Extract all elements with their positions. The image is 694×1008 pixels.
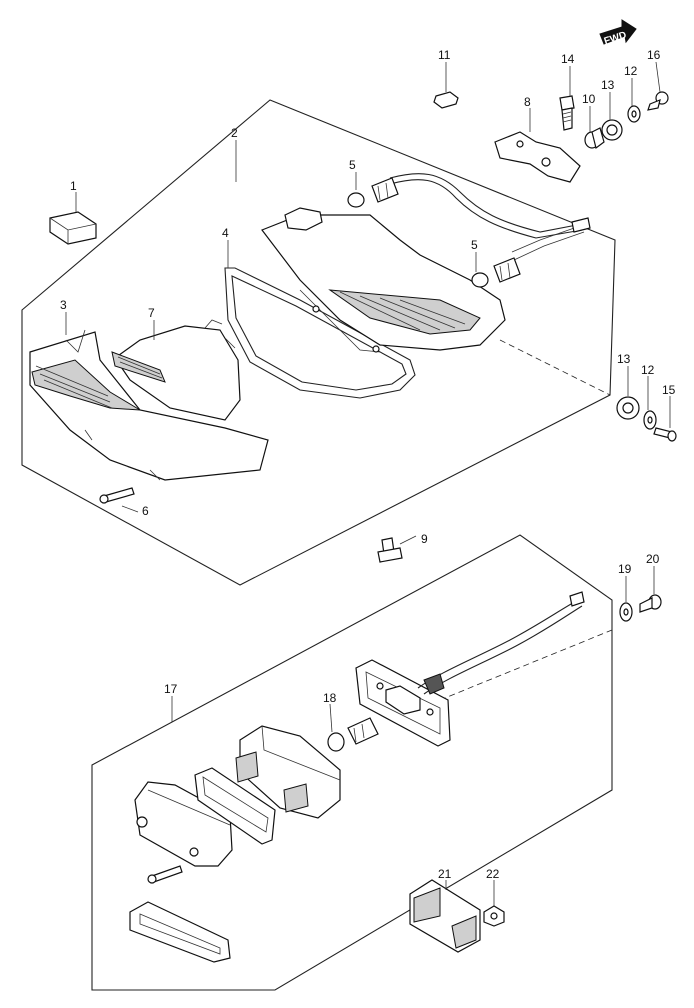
callout-20: 20 — [646, 552, 660, 566]
callout-1: 1 — [70, 179, 77, 193]
callout-15: 15 — [662, 383, 676, 397]
callout-5-lower: 5 — [471, 238, 478, 252]
part-9-bolt — [377, 537, 403, 563]
callout-10: 10 — [582, 92, 596, 106]
part-12-washer-lower — [643, 410, 657, 430]
callout-22: 22 — [486, 867, 500, 881]
lower-assembly-frame — [91, 534, 613, 991]
callout-19: 19 — [618, 562, 632, 576]
part-5-bulb-lower — [471, 257, 521, 288]
part-22-nut — [483, 905, 505, 927]
part-1-block — [49, 211, 97, 245]
upper-wiring-harness — [389, 173, 591, 261]
part-8-bracket — [494, 131, 581, 183]
forward-arrow-icon: FWD — [599, 19, 637, 47]
callout-14: 14 — [561, 52, 575, 66]
part-17-gasket — [194, 767, 276, 845]
upper-assembly-frame — [21, 99, 616, 586]
leader-lines — [65, 61, 671, 906]
callout-17: 17 — [164, 682, 178, 696]
part-11-nut — [433, 91, 459, 109]
part-14-bolt — [559, 95, 575, 131]
callout-5-upper: 5 — [349, 158, 356, 172]
callout-4: 4 — [222, 226, 229, 240]
part-4-gasket — [224, 267, 416, 399]
part-16-bolt — [647, 91, 669, 111]
callout-8: 8 — [524, 95, 531, 109]
alignment-line-lower — [439, 629, 613, 701]
callout-16: 16 — [647, 48, 661, 62]
part-5-bulb-upper — [347, 177, 399, 208]
part-13-grommet-upper — [601, 119, 623, 141]
part-7-lamp-housing — [111, 319, 241, 421]
callout-21: 21 — [438, 867, 452, 881]
license-lamp-base-plate — [355, 659, 451, 747]
callout-6: 6 — [142, 504, 149, 518]
callout-12-lower: 12 — [641, 363, 655, 377]
callout-2: 2 — [231, 126, 238, 140]
lower-wiring-harness — [417, 591, 585, 695]
callout-7: 7 — [148, 306, 155, 320]
callout-13-upper: 13 — [601, 78, 615, 92]
callout-9: 9 — [421, 532, 428, 546]
part-17-lens — [129, 901, 231, 963]
part-21-reflector — [409, 879, 481, 953]
part-20-bolt — [639, 594, 662, 613]
part-12-washer-upper — [627, 105, 641, 123]
part-17-screw — [147, 865, 183, 884]
part-10-collar — [584, 127, 605, 150]
alignment-line-upper — [499, 339, 611, 396]
part-15-screw — [653, 427, 677, 442]
part-13-grommet-lower — [616, 396, 640, 420]
part-19-washer — [619, 602, 633, 622]
part-2-reflector-housing — [261, 207, 506, 353]
callout-12-upper: 12 — [624, 64, 638, 78]
part-6-screw — [99, 487, 135, 504]
part-17-lamp-body — [235, 725, 341, 819]
callout-13-lower: 13 — [617, 352, 631, 366]
callout-3: 3 — [60, 298, 67, 312]
part-3-lens-cover — [29, 329, 269, 481]
callout-11: 11 — [438, 48, 451, 62]
part-18-bulb — [327, 717, 379, 752]
callout-18: 18 — [323, 691, 337, 705]
